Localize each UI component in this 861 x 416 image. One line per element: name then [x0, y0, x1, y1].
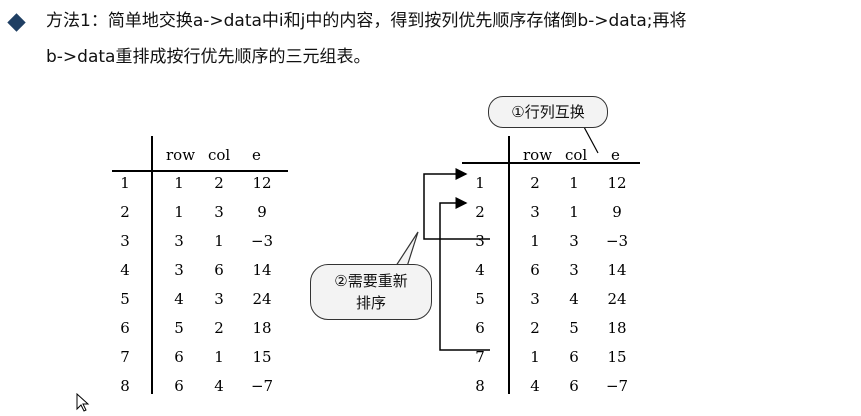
row-index: 8: [120, 377, 130, 395]
reorder-callout-line-2: 排序: [355, 294, 386, 312]
cell-e: 24: [252, 290, 272, 308]
reorder-callout-line-1: ②需要重新: [334, 272, 408, 290]
description-paragraph: 方法1：简单地交换a->data中i和j中的内容，得到按列优先顺序存储倒b->d…: [0, 0, 861, 80]
cell-col: 3: [569, 232, 579, 250]
arrow-row7-to-row2: [439, 197, 490, 351]
cell-e: 18: [252, 319, 272, 337]
reorder-callout: ②需要重新 排序: [310, 264, 432, 320]
swap-callout-pointer: [583, 126, 599, 154]
cell-e: 24: [607, 290, 627, 308]
cell-row: 6: [530, 261, 540, 279]
row-index: 8: [475, 377, 485, 395]
cell-col: 1: [214, 348, 224, 366]
cell-col: 4: [214, 377, 224, 395]
header-e: e: [611, 146, 620, 164]
cell-row: 1: [530, 232, 540, 250]
row-index: 7: [120, 348, 130, 366]
cell-e: 15: [252, 348, 272, 366]
cell-col: 1: [569, 203, 579, 221]
row-index: 2: [120, 203, 130, 221]
cell-col: 2: [214, 319, 224, 337]
cell-e: 15: [607, 348, 627, 366]
cell-col: 1: [214, 232, 224, 250]
cell-row: 1: [174, 174, 184, 192]
cell-e: −3: [605, 232, 629, 250]
row-index: 3: [475, 232, 485, 250]
swap-callout: ①行列互换: [488, 96, 608, 128]
cell-e: −7: [250, 377, 274, 395]
cell-e: 14: [252, 261, 272, 279]
arrow-row3-to-row1: [423, 168, 490, 240]
cell-col: 3: [214, 203, 224, 221]
table-top-rule: [462, 162, 640, 164]
cell-col: 3: [214, 290, 224, 308]
cell-e: 12: [252, 174, 272, 192]
cell-e: 9: [257, 203, 267, 221]
cell-row: 2: [530, 174, 540, 192]
cell-row: 4: [530, 377, 540, 395]
cell-col: 4: [569, 290, 579, 308]
cell-row: 6: [174, 377, 184, 395]
row-index: 6: [120, 319, 130, 337]
cell-col: 6: [569, 348, 579, 366]
header-e: e: [252, 146, 261, 164]
row-index: 2: [475, 203, 485, 221]
row-index: 3: [120, 232, 130, 250]
cell-e: 12: [607, 174, 627, 192]
cell-row: 3: [530, 203, 540, 221]
row-index: 1: [120, 174, 130, 192]
description-line-2: b->data重排成按行优先顺序的三元组表。: [46, 47, 371, 67]
header-row: row: [523, 146, 553, 164]
header-col: col: [565, 146, 588, 164]
description-line-1: 方法1：简单地交换a->data中i和j中的内容，得到按列优先顺序存储倒b->d…: [46, 11, 687, 31]
cell-e: −3: [250, 232, 274, 250]
swap-callout-text: ①行列互换: [511, 103, 585, 121]
cell-row: 3: [530, 290, 540, 308]
cell-col: 2: [214, 174, 224, 192]
cell-row: 3: [174, 261, 184, 279]
cell-row: 5: [174, 319, 184, 337]
cell-col: 6: [214, 261, 224, 279]
row-index: 1: [475, 174, 485, 192]
cell-row: 4: [174, 290, 184, 308]
cell-col: 3: [569, 261, 579, 279]
cell-e: −7: [605, 377, 629, 395]
cell-col: 5: [569, 319, 579, 337]
cell-e: 9: [612, 203, 622, 221]
cell-row: 6: [174, 348, 184, 366]
row-index: 6: [475, 319, 485, 337]
table-vertical-rule: [508, 136, 510, 394]
row-index: 5: [120, 290, 130, 308]
cell-col: 1: [569, 174, 579, 192]
cell-row: 3: [174, 232, 184, 250]
cell-row: 1: [174, 203, 184, 221]
cell-col: 6: [569, 377, 579, 395]
cell-e: 14: [607, 261, 627, 279]
cell-row: 2: [530, 319, 540, 337]
row-index: 4: [120, 261, 130, 279]
row-index: 7: [475, 348, 485, 366]
table-vertical-rule: [151, 136, 153, 394]
row-index: 4: [475, 261, 485, 279]
cell-row: 1: [530, 348, 540, 366]
header-row: row: [166, 146, 196, 164]
cell-e: 18: [607, 319, 627, 337]
mouse-pointer-icon: [76, 393, 90, 412]
row-index: 5: [475, 290, 485, 308]
header-col: col: [208, 146, 231, 164]
table-top-rule: [112, 170, 288, 172]
